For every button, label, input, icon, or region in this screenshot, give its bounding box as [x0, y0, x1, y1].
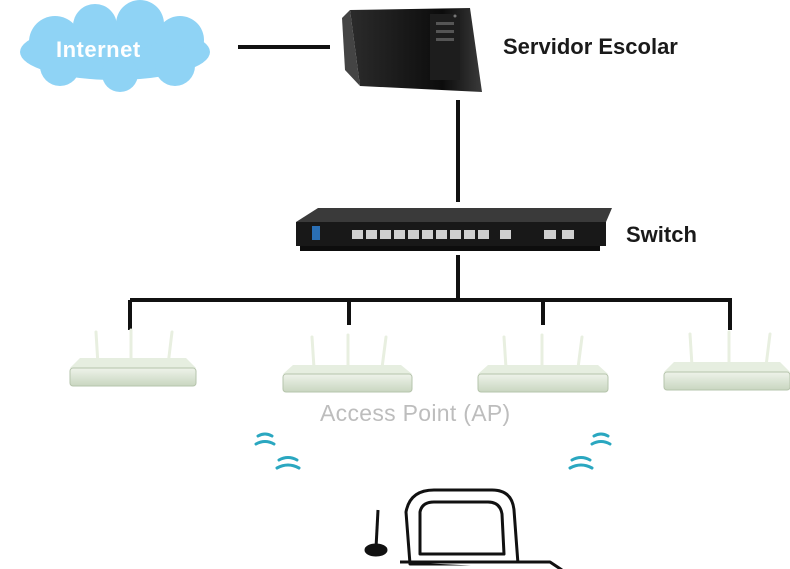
access-point-1 [69, 328, 197, 387]
laptop-icon [364, 488, 563, 569]
network-switch-icon [296, 208, 612, 251]
connection-lines [128, 45, 732, 330]
access-point-3 [477, 333, 609, 393]
server-tower-icon [342, 8, 482, 92]
access-point-4 [663, 330, 790, 391]
internet-label: Internet [56, 37, 141, 62]
wifi-signal-left-icon [254, 432, 301, 470]
switch-label: Switch [626, 222, 697, 247]
access-point-label: Access Point (AP) [320, 400, 511, 426]
access-point-2 [282, 333, 413, 393]
cloud-icon [20, 0, 210, 92]
server-label: Servidor Escolar [503, 34, 678, 59]
wifi-signal-right-icon [568, 432, 612, 470]
